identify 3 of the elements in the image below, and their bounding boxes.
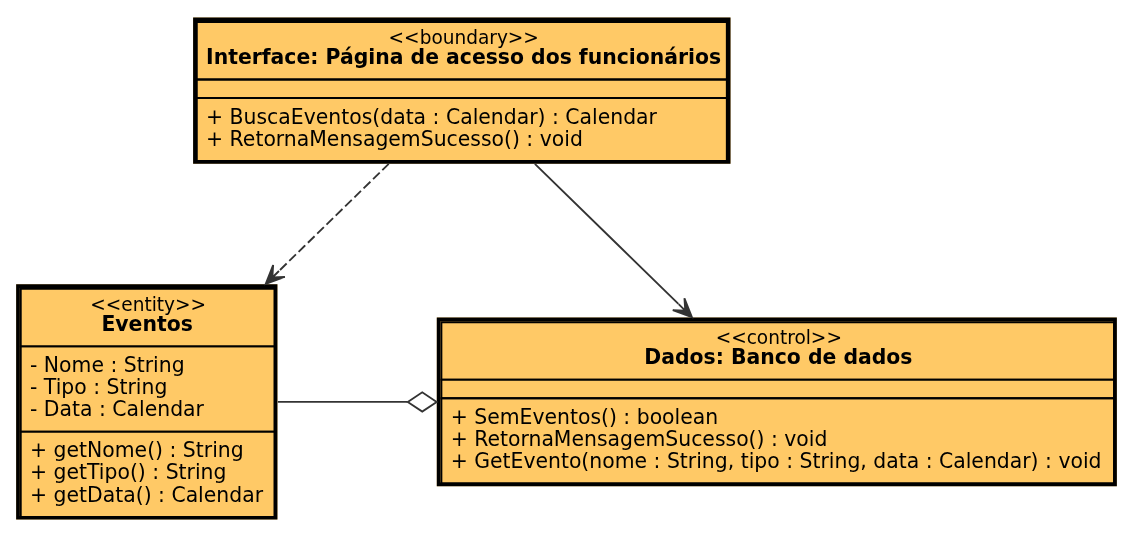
connector [276,390,439,413]
arrow [533,162,693,318]
arrow [264,162,390,285]
